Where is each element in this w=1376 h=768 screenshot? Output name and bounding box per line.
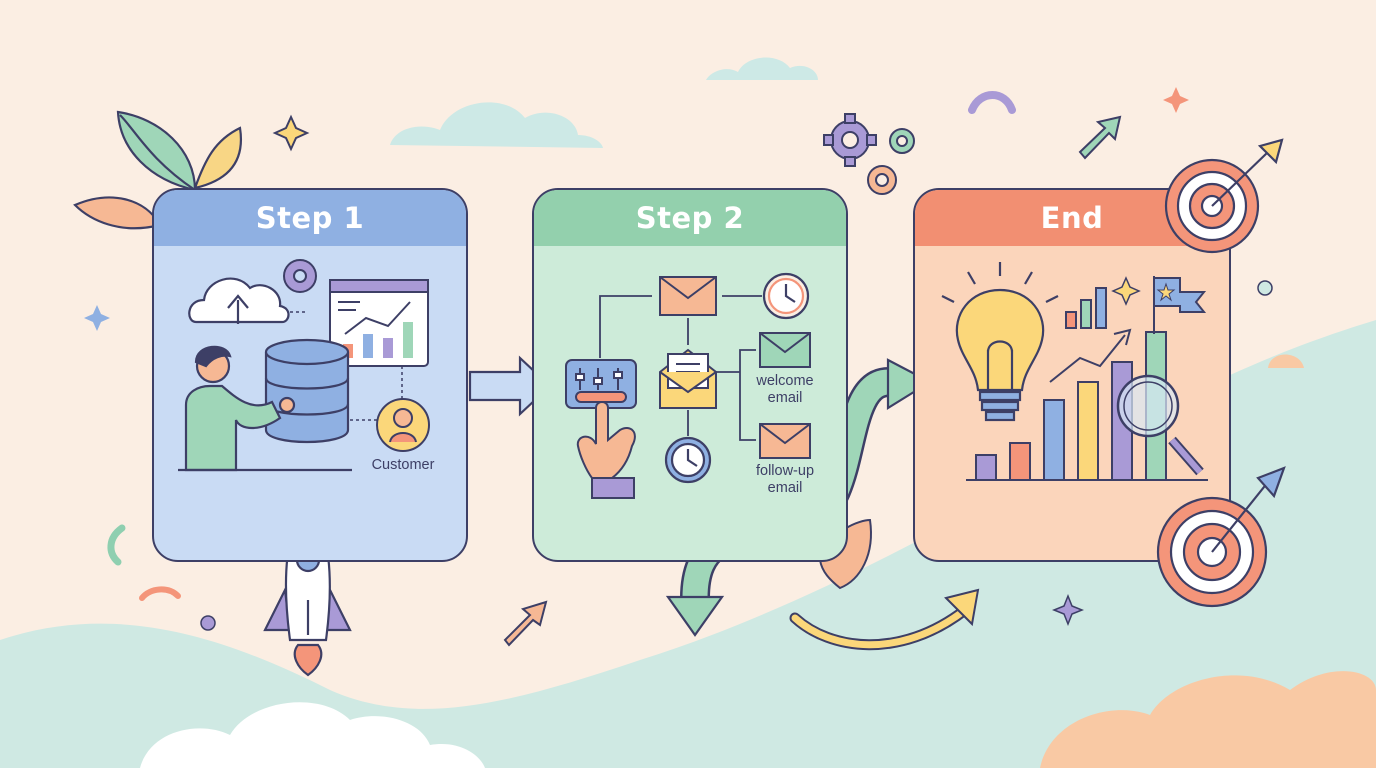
gear-icon [867,165,897,195]
gear-icon [889,128,915,154]
confetti-arc [139,586,181,601]
step1-title: Step 1 [154,190,466,246]
leaf-icon [73,110,242,230]
sparkle-icon [1051,593,1085,627]
gear-icon [823,113,877,167]
arrow-icon [503,600,548,647]
arrow-head [944,588,980,627]
followup-email-label: follow-up email [755,463,815,496]
arrow-head [665,595,725,637]
background-cloud-top [390,102,603,148]
background-cloud-bottom-left [140,702,485,768]
background-cloud-top-small [706,57,818,80]
semicircle-icon [1268,354,1304,368]
confetti-arc [107,524,126,566]
background-cloud-bottom-right [1040,671,1376,768]
end-title: End [915,190,1229,246]
step2-title: Step 2 [534,190,846,246]
end-card: End [913,188,1231,562]
confetti-arc [968,91,1016,114]
background-hill [0,320,1376,768]
arrow-head [886,358,933,410]
step1-card: Step 1 [152,188,468,562]
sparkle-icon [1163,87,1189,113]
arrow-icon [1078,115,1122,160]
sparkle-icon [272,114,310,152]
sparkle-icon [84,305,110,331]
confetti-dot [200,615,216,631]
curved-arrow [791,606,969,649]
welcome-email-label: welcome email [756,373,814,406]
customer-label: Customer [371,457,435,473]
confetti-dot [1257,280,1273,296]
